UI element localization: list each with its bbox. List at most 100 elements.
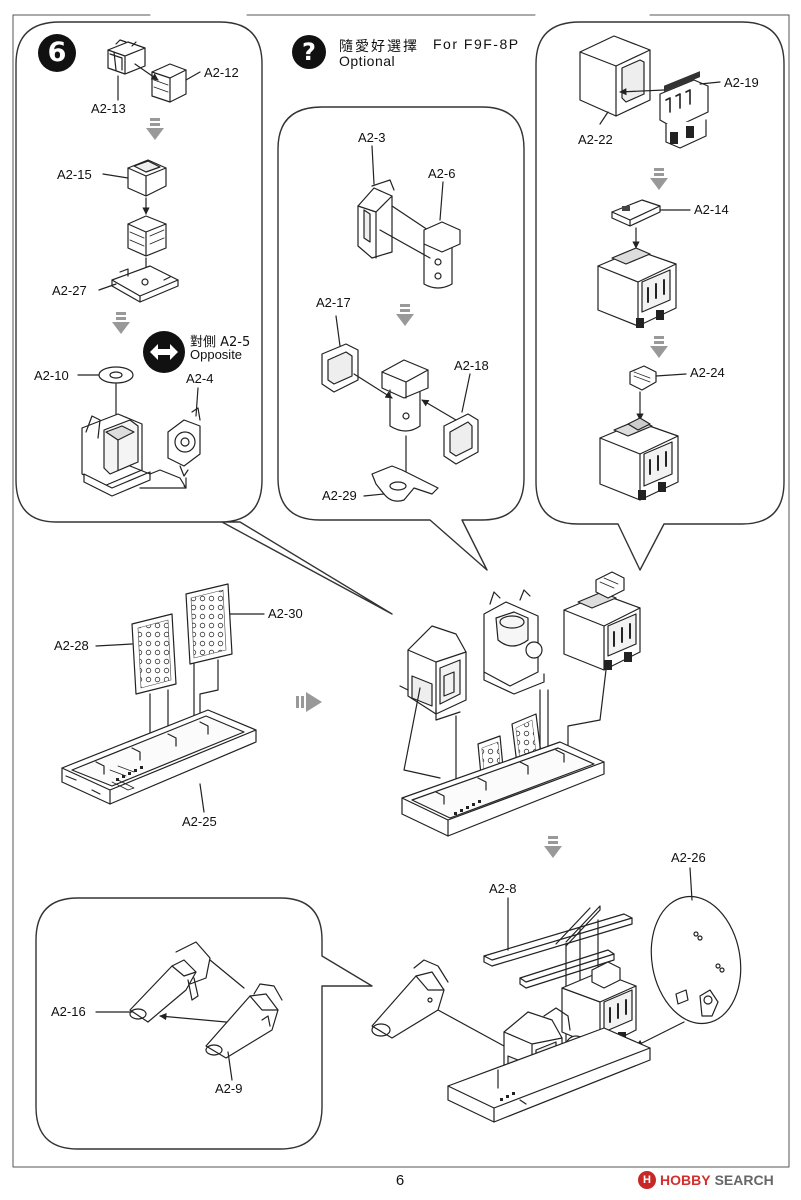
watermark-word-1: HOBBY bbox=[660, 1172, 711, 1188]
leader-line bbox=[199, 783, 205, 813]
part-a2-9 bbox=[205, 983, 283, 1059]
leader-line bbox=[599, 111, 609, 125]
floor-tray-center bbox=[401, 741, 605, 837]
optional-model-label: For F9F-8P bbox=[433, 36, 520, 52]
step-arrow-down bbox=[650, 168, 668, 190]
part-label-a2-25: A2-25 bbox=[182, 814, 217, 829]
step-arrow-down bbox=[146, 118, 164, 140]
part-label-a2-16: A2-16 bbox=[51, 1004, 86, 1019]
optional-label-cjk: 隨愛好選擇 bbox=[339, 39, 419, 55]
panel-a2-28 bbox=[131, 613, 177, 695]
step-number-badge: 6 bbox=[38, 34, 76, 72]
assembly-arrow bbox=[635, 1021, 685, 1047]
part-label-a2-14: A2-14 bbox=[694, 202, 729, 217]
leader-line bbox=[185, 71, 201, 81]
opposite-label-english: Opposite bbox=[190, 347, 243, 362]
part-label-a2-3: A2-3 bbox=[358, 130, 386, 145]
floor-tray-a2-25 bbox=[61, 709, 257, 805]
leader-line bbox=[689, 867, 693, 901]
part-a2-18 bbox=[443, 413, 479, 465]
part-label-a2-22: A2-22 bbox=[578, 132, 613, 147]
leader-line bbox=[363, 493, 385, 497]
part-label-a2-8: A2-8 bbox=[489, 881, 517, 896]
step-arrow-down bbox=[112, 312, 130, 334]
part-label-a2-27: A2-27 bbox=[52, 283, 87, 298]
watermark: H HOBBY SEARCH bbox=[638, 1170, 774, 1190]
assembly-line bbox=[403, 669, 607, 795]
part-center-body bbox=[381, 359, 429, 432]
leader-line bbox=[227, 1051, 233, 1081]
assembly-line bbox=[437, 1009, 505, 1047]
leader-line bbox=[195, 387, 199, 417]
assembly-arrow bbox=[421, 399, 457, 421]
leader-line bbox=[335, 315, 341, 347]
part-a2-15 bbox=[127, 159, 167, 197]
assembly-center-upper bbox=[399, 589, 545, 721]
watermark-word-2: SEARCH bbox=[714, 1172, 774, 1188]
part-label-a2-26: A2-26 bbox=[671, 850, 706, 865]
assembly-arrow bbox=[353, 373, 393, 399]
opposite-arrows-icon bbox=[143, 331, 185, 373]
assembly-arrow bbox=[134, 63, 159, 81]
optional-question-icon: ? bbox=[292, 35, 326, 69]
part-a2-10 bbox=[98, 366, 134, 384]
part-a2-22 bbox=[579, 35, 651, 117]
assembly-line bbox=[209, 959, 245, 989]
double-arrow-icon bbox=[150, 344, 178, 360]
part-a2-16 bbox=[129, 941, 211, 1023]
assembly-arrow bbox=[619, 88, 665, 96]
callout-bubble-nozzle bbox=[35, 897, 373, 1150]
page-frame bbox=[12, 14, 790, 1168]
step-arrow-down bbox=[544, 836, 562, 858]
part-label-a2-29: A2-29 bbox=[322, 488, 357, 503]
part-label-a2-19: A2-19 bbox=[724, 75, 759, 90]
disc-a2-26 bbox=[650, 895, 742, 1025]
part-label-a2-9: A2-9 bbox=[215, 1081, 243, 1096]
part-label-a2-17: A2-17 bbox=[316, 295, 351, 310]
part-label-a2-28: A2-28 bbox=[54, 638, 89, 653]
part-label-a2-10: A2-10 bbox=[34, 368, 69, 383]
part-a2-27 bbox=[111, 265, 179, 303]
leader-line bbox=[439, 181, 444, 221]
leader-line bbox=[461, 373, 471, 413]
part-a2-6 bbox=[423, 221, 461, 289]
part-label-a2-15: A2-15 bbox=[57, 167, 92, 182]
step-arrow-down bbox=[650, 336, 668, 358]
radio-box-stage-2 bbox=[597, 247, 677, 328]
part-label-a2-6: A2-6 bbox=[428, 166, 456, 181]
seat-assembly-left bbox=[81, 413, 187, 497]
leader-line bbox=[95, 643, 133, 647]
part-label-a2-12: A2-12 bbox=[204, 65, 239, 80]
part-a2-4 bbox=[167, 407, 201, 477]
radio-box-stage-3 bbox=[599, 417, 679, 501]
leader-line bbox=[102, 173, 129, 179]
panel-a2-30 bbox=[185, 583, 233, 665]
step-arrow-right bbox=[296, 692, 322, 712]
part-a2-14 bbox=[611, 199, 661, 227]
assembly-line bbox=[139, 477, 187, 489]
leader-line bbox=[98, 283, 117, 291]
radio-box-assembled bbox=[563, 571, 641, 671]
step-arrow-down bbox=[396, 304, 414, 326]
part-label-a2-13: A2-13 bbox=[91, 101, 126, 116]
assembly-line bbox=[379, 229, 431, 259]
floor-tray-final bbox=[447, 1027, 651, 1123]
optional-label-english: Optional bbox=[339, 53, 396, 69]
nozzle-assembled bbox=[371, 959, 449, 1039]
leader-line bbox=[371, 145, 375, 185]
leader-line bbox=[699, 81, 721, 85]
part-body-stack bbox=[127, 215, 167, 257]
part-label-a2-4: A2-4 bbox=[186, 371, 214, 386]
frame-a2-8 bbox=[483, 905, 633, 989]
watermark-logo-icon: H bbox=[638, 1171, 656, 1189]
part-a2-19 bbox=[659, 71, 709, 149]
part-a2-12 bbox=[151, 63, 187, 103]
part-label-a2-18: A2-18 bbox=[454, 358, 489, 373]
leader-line bbox=[655, 373, 687, 377]
part-a2-24 bbox=[629, 365, 657, 391]
opposite-label-cjk: 對側 A2-5 bbox=[190, 335, 251, 350]
part-a2-17 bbox=[321, 343, 359, 393]
page-number: 6 bbox=[395, 1172, 405, 1189]
